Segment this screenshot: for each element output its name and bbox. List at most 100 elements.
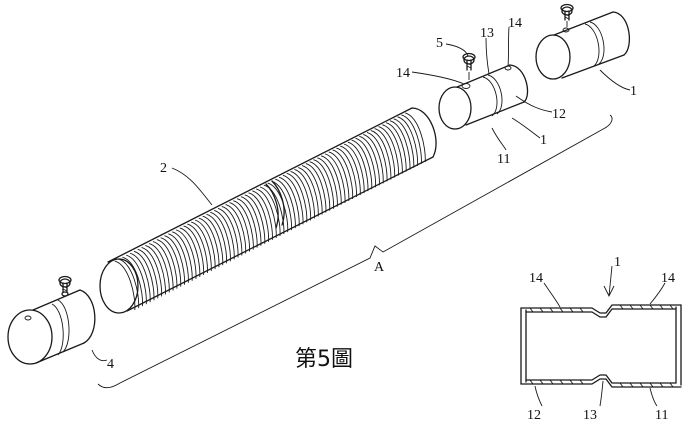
hose-rib — [137, 248, 159, 299]
sleeve-1-right — [535, 11, 631, 80]
hose-rib — [248, 192, 269, 242]
hose-rib — [114, 260, 136, 311]
label-1-detail: 1 — [614, 255, 621, 270]
hose-rib — [179, 227, 201, 277]
sleeve-1-middle — [438, 64, 529, 130]
sleeve-cross-section — [520, 304, 682, 388]
hose-rib — [213, 209, 235, 260]
hose-rib — [305, 163, 327, 213]
corrugated-hose-2 — [99, 107, 437, 314]
hose-rib — [389, 120, 411, 170]
hose-rib — [168, 233, 189, 283]
hose-rib — [126, 254, 147, 305]
hose-rib — [183, 225, 205, 276]
screw-5 — [462, 52, 476, 80]
end-sleeve-4 — [7, 289, 96, 365]
screw-left — [58, 275, 72, 297]
hose-rib — [263, 184, 285, 235]
screw-right — [560, 3, 574, 27]
hose-rib — [187, 223, 208, 274]
hose-rib — [359, 135, 380, 186]
hose-rib — [370, 130, 392, 180]
hose-rib — [202, 215, 224, 266]
hose-rib — [397, 116, 418, 166]
hose-rib — [149, 243, 170, 293]
hose-rib — [259, 186, 281, 237]
hose-rib — [118, 258, 140, 309]
hose-rib — [160, 237, 182, 287]
hose-rib — [210, 211, 231, 262]
hose-rib — [164, 235, 185, 285]
hose-rib — [233, 200, 254, 250]
hose-rib — [122, 256, 143, 307]
hose-ribs — [114, 112, 426, 311]
hose-rib — [133, 250, 155, 301]
hose-rib — [374, 128, 396, 178]
hose-rib — [298, 167, 319, 217]
hose-rib — [301, 165, 323, 215]
hose-rib — [171, 231, 193, 281]
hose-rib — [351, 139, 373, 190]
label-12-detail: 12 — [527, 408, 541, 423]
hose-rib — [152, 241, 174, 291]
wall-hatching — [529, 304, 674, 388]
hose-rib — [336, 147, 357, 198]
hose-rib — [278, 176, 300, 227]
hose-rib — [191, 221, 212, 272]
hose-rib — [175, 229, 197, 279]
hose-rib — [355, 137, 376, 188]
label-A: A — [374, 260, 385, 275]
hose-rib — [309, 161, 331, 211]
label-14-detail-right: 14 — [661, 271, 675, 286]
hose-rib — [382, 124, 403, 174]
hose-rib — [194, 219, 216, 270]
hose-rib — [294, 169, 315, 219]
hose-rib — [343, 143, 365, 194]
label-12: 12 — [552, 107, 566, 122]
hose-rib — [366, 132, 388, 182]
hose-rib — [282, 174, 304, 225]
label-13-detail: 13 — [583, 408, 597, 423]
hose-rib — [252, 190, 273, 240]
label-1-top: 1 — [630, 84, 637, 99]
label-13: 13 — [480, 26, 494, 41]
label-14-left: 14 — [396, 66, 410, 81]
hose-rib — [145, 245, 166, 295]
hose-rib — [385, 122, 407, 172]
hose-rib — [362, 133, 384, 184]
label-14-top: 14 — [508, 16, 522, 31]
label-11-detail: 11 — [655, 408, 668, 423]
hose-rib — [340, 145, 361, 196]
label-4: 4 — [107, 357, 114, 372]
hose-rib — [271, 180, 292, 231]
hose-rib — [347, 141, 369, 192]
sleeve-4-hole — [24, 315, 32, 321]
figure-caption: 第5圖 — [295, 347, 353, 372]
hose-rib — [229, 202, 250, 252]
hose-rib — [286, 172, 308, 223]
hose-rib — [332, 149, 354, 200]
hose-rib — [405, 112, 426, 162]
hose-rib — [240, 196, 262, 246]
hose-rib — [198, 217, 220, 268]
hose-rib — [217, 208, 239, 258]
hose-rib — [320, 155, 342, 205]
label-5: 5 — [436, 36, 443, 51]
hose-rib — [221, 206, 243, 256]
hose-rib — [236, 198, 258, 248]
hose-rib — [328, 151, 350, 201]
hose-rib — [225, 204, 247, 254]
hose-rib — [393, 118, 415, 168]
label-11: 11 — [497, 152, 510, 167]
hose-rib — [401, 114, 422, 164]
hose-rib — [275, 178, 296, 229]
hose-rib — [290, 170, 312, 221]
hose-rib — [313, 159, 334, 209]
hose-rib — [244, 194, 266, 244]
assembly-bracket-A — [97, 114, 613, 389]
hose-rib — [129, 252, 151, 303]
label-2: 2 — [160, 161, 167, 176]
leader-lines — [91, 26, 666, 407]
hose-rib — [378, 126, 399, 176]
